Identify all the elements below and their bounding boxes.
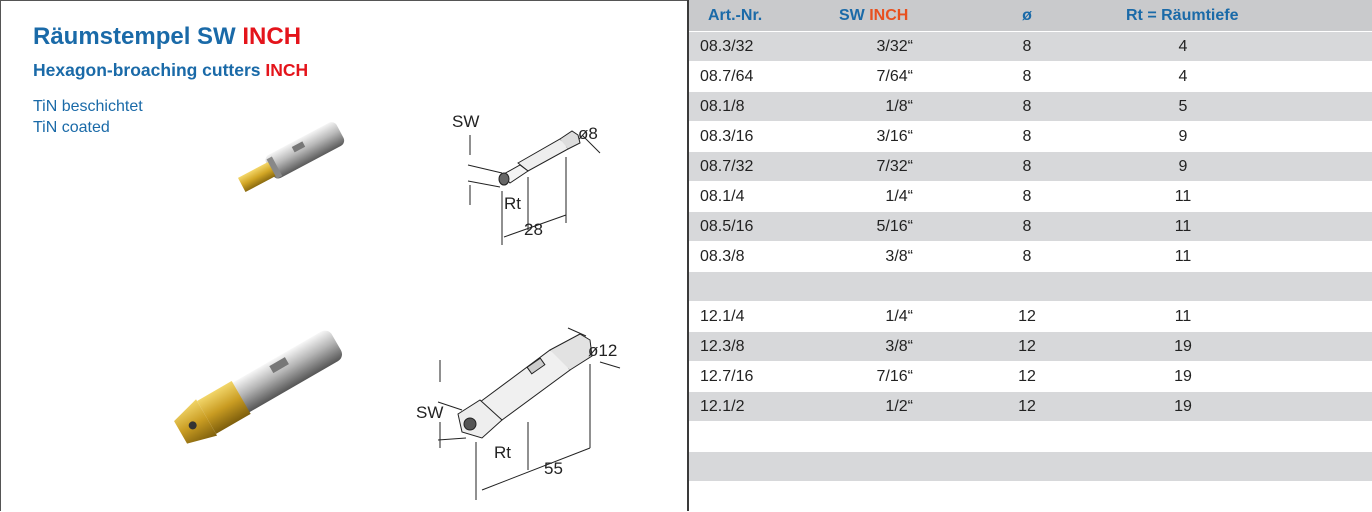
cell-art-no: 08.3/8 — [700, 248, 745, 265]
cell-art-no: 08.7/64 — [700, 68, 754, 85]
subtitle-accent: INCH — [265, 60, 309, 80]
cell-art-no: 08.3/32 — [700, 38, 754, 55]
label-rt-small: Rt — [504, 194, 521, 213]
cell-rt: 19 — [1174, 398, 1192, 415]
cell-sw: 5/16“ — [876, 218, 913, 235]
cell-sw: 1/2“ — [885, 398, 913, 415]
label-dia-small: ø8 — [578, 124, 598, 143]
large-cutter-drawing: ø12 SW Rt 55 — [416, 327, 621, 500]
header-rt: Rt = Räumtiefe — [1126, 7, 1239, 24]
coating-info: TiN beschichtet TiN coated — [33, 96, 143, 138]
cell-sw: 3/32“ — [876, 38, 913, 55]
table-row: 08.3/16 3/16“ 8 9 — [689, 122, 1372, 152]
table-row — [689, 272, 1372, 302]
cell-art-no: 12.1/4 — [700, 308, 745, 325]
table-row: 08.3/32 3/32“ 8 4 — [689, 32, 1372, 62]
small-cutter-drawing: SW ø8 Rt 28 — [452, 112, 601, 245]
cell-rt: 11 — [1174, 248, 1192, 265]
coating-de: TiN beschichtet — [33, 98, 143, 115]
header-diameter: ø — [1022, 7, 1032, 24]
label-rt-large: Rt — [494, 443, 511, 462]
table-row: 08.3/8 3/8“ 8 11 — [689, 242, 1372, 272]
table-row: 08.7/32 7/32“ 8 9 — [689, 152, 1372, 182]
cell-diameter: 8 — [1022, 248, 1032, 265]
cell-art-no: 08.1/8 — [700, 98, 745, 115]
label-sw-small: SW — [452, 112, 479, 131]
label-sw-large: SW — [416, 403, 443, 422]
table-row: 08.7/64 7/64“ 8 4 — [689, 62, 1372, 92]
title-main: Räumstempel SW — [33, 23, 243, 50]
cell-art-no: 08.3/16 — [700, 128, 754, 145]
cell-rt: 4 — [1178, 68, 1188, 85]
label-len-large: 55 — [544, 459, 563, 478]
header-art-no: Art.-Nr. — [708, 7, 763, 24]
cell-rt: 9 — [1178, 158, 1188, 175]
product-table: Art.-Nr. SW INCH ø Rt = Räumtiefe 08.3/3… — [689, 0, 1372, 512]
table-row: 12.7/16 7/16“ 12 19 — [689, 362, 1372, 392]
title-accent: INCH — [242, 23, 302, 50]
cell-rt: 4 — [1178, 38, 1188, 55]
cell-sw: 1/4“ — [885, 188, 913, 205]
cell-rt: 9 — [1178, 128, 1188, 145]
table-row — [689, 452, 1372, 482]
header-sw: SW INCH — [839, 7, 908, 25]
table-row — [689, 482, 1372, 512]
cell-rt: 5 — [1178, 98, 1188, 115]
cell-diameter: 8 — [1022, 188, 1032, 205]
header-sw-main: SW — [839, 7, 870, 24]
cell-art-no: 08.5/16 — [700, 218, 754, 235]
cell-rt: 11 — [1174, 188, 1192, 205]
small-cutter-photo — [237, 122, 345, 193]
cell-rt: 19 — [1174, 338, 1192, 355]
table-row — [689, 422, 1372, 452]
cell-diameter: 8 — [1022, 38, 1032, 55]
cell-sw: 3/8“ — [885, 338, 913, 355]
cell-rt: 11 — [1174, 218, 1192, 235]
cell-rt: 19 — [1174, 368, 1192, 385]
cell-art-no: 12.1/2 — [700, 398, 745, 415]
cell-diameter: 12 — [1018, 338, 1036, 355]
cell-sw: 7/32“ — [876, 158, 913, 175]
label-len-small: 28 — [524, 220, 543, 239]
cell-sw: 7/16“ — [876, 368, 913, 385]
table-row: 08.5/16 5/16“ 8 11 — [689, 212, 1372, 242]
cell-diameter: 8 — [1022, 98, 1032, 115]
cell-sw: 3/8“ — [885, 248, 913, 265]
cell-diameter: 12 — [1018, 368, 1036, 385]
subtitle-main: Hexagon-broaching cutters — [33, 60, 266, 80]
column-divider — [687, 0, 689, 511]
table-row: 08.1/8 1/8“ 8 5 — [689, 92, 1372, 122]
cell-sw: 1/4“ — [885, 308, 913, 325]
table-row: 12.1/4 1/4“ 12 11 — [689, 302, 1372, 332]
table-row: 12.1/2 1/2“ 12 19 — [689, 392, 1372, 422]
cell-rt: 11 — [1174, 308, 1192, 325]
cell-diameter: 8 — [1022, 128, 1032, 145]
cell-sw: 3/16“ — [876, 128, 913, 145]
table-row: 12.3/8 3/8“ 12 19 — [689, 332, 1372, 362]
header-sw-accent: INCH — [869, 7, 909, 24]
table-header: Art.-Nr. SW INCH ø Rt = Räumtiefe — [689, 0, 1372, 32]
label-dia-large: ø12 — [588, 341, 617, 360]
product-subtitle: Hexagon-broaching cutters INCH — [33, 60, 308, 81]
table-row: 08.1/4 1/4“ 8 11 — [689, 182, 1372, 212]
cell-diameter: 8 — [1022, 218, 1032, 235]
coating-en: TiN coated — [33, 119, 110, 136]
cell-art-no: 12.3/8 — [700, 338, 745, 355]
cell-diameter: 8 — [1022, 68, 1032, 85]
cell-art-no: 12.7/16 — [700, 368, 754, 385]
product-title: Räumstempel SW INCH — [33, 23, 301, 51]
large-cutter-photo — [174, 330, 343, 444]
cell-art-no: 08.7/32 — [700, 158, 754, 175]
cell-diameter: 12 — [1018, 398, 1036, 415]
cell-sw: 7/64“ — [876, 68, 913, 85]
cell-art-no: 08.1/4 — [700, 188, 745, 205]
cell-diameter: 12 — [1018, 308, 1036, 325]
cell-diameter: 8 — [1022, 158, 1032, 175]
cell-sw: 1/8“ — [885, 98, 913, 115]
